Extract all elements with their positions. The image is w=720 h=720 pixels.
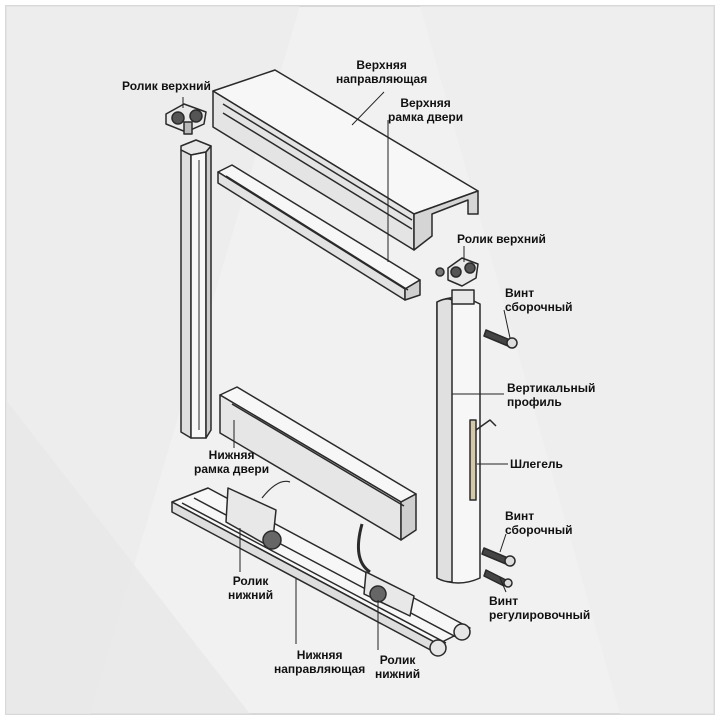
top-roller-right-part [435, 257, 479, 287]
bottom-roller-right-part [356, 523, 415, 617]
label-top-roller-left-text: Ролик верхний [122, 79, 211, 93]
label-screw-top: Винт сборочный [505, 286, 572, 314]
assembly-screw-bottom [481, 547, 516, 567]
top-door-frame [217, 164, 421, 301]
label-top-frame-line1: Верхняя [400, 96, 451, 110]
top-guide-rail [212, 69, 479, 251]
bottom-roller-left-part [225, 480, 291, 550]
label-vertical-profile-line1: Вертикальный [507, 381, 596, 395]
bottom-guide-rail [171, 487, 471, 657]
label-top-guide-line2: направляющая [336, 72, 428, 86]
label-bottom-frame: Нижняя рамка двери [194, 448, 269, 476]
label-bottom-guide-line1: Нижняя [296, 648, 343, 662]
label-top-roller-left: Ролик верхний [122, 79, 211, 93]
label-screw-bottom: Винт сборочный [505, 509, 572, 537]
label-top-roller-right-text: Ролик верхний [457, 232, 546, 246]
label-screw-top-line2: сборочный [505, 300, 573, 314]
label-bottom-roller-right-line1: Ролик [379, 653, 416, 667]
label-bottom-roller-left-line1: Ролик [232, 574, 269, 588]
label-top-roller-right: Ролик верхний [457, 232, 546, 246]
bottom-door-frame [219, 386, 417, 541]
left-vertical-profile [180, 139, 212, 439]
label-screw-adjust-line1: Винт [489, 594, 519, 608]
label-vertical-profile: Вертикальный профиль [507, 381, 595, 409]
label-top-frame-line2: рамка двери [388, 110, 464, 124]
label-top-guide-line1: Верхняя [356, 58, 407, 72]
label-screw-bottom-line1: Винт [505, 509, 535, 523]
label-bottom-roller-right: Ролик нижний [375, 653, 420, 681]
leader-screw-bottom [499, 533, 507, 553]
label-screw-adjust: Винт регулировочный [489, 594, 590, 622]
label-bottom-frame-line2: рамка двери [194, 462, 270, 476]
label-bottom-guide: Нижняя направляющая [274, 648, 365, 676]
right-vertical-profile [436, 289, 497, 584]
adjustment-screw [483, 569, 513, 588]
label-screw-adjust-line2: регулировочный [489, 608, 591, 622]
leader-top-guide [351, 91, 385, 126]
label-screw-bottom-line2: сборочный [505, 523, 573, 537]
label-schlegel-text: Шлегель [510, 457, 563, 471]
label-top-guide: Верхняя направляющая [336, 58, 427, 86]
top-roller-left-part [165, 103, 207, 135]
label-schlegel: Шлегель [510, 457, 563, 471]
label-bottom-roller-left: Ролик нижний [228, 574, 273, 602]
label-vertical-profile-line2: профиль [507, 395, 562, 409]
assembly-screw-top [483, 329, 518, 349]
leader-screw-adjust [499, 577, 507, 593]
label-top-frame: Верхняя рамка двери [388, 96, 463, 124]
label-bottom-frame-line1: Нижняя [208, 448, 255, 462]
label-bottom-roller-right-line2: нижний [375, 667, 421, 681]
label-screw-top-line1: Винт [505, 286, 535, 300]
label-bottom-guide-line2: направляющая [274, 662, 366, 676]
leader-screw-top [503, 309, 511, 339]
label-bottom-roller-left-line2: нижний [228, 588, 274, 602]
